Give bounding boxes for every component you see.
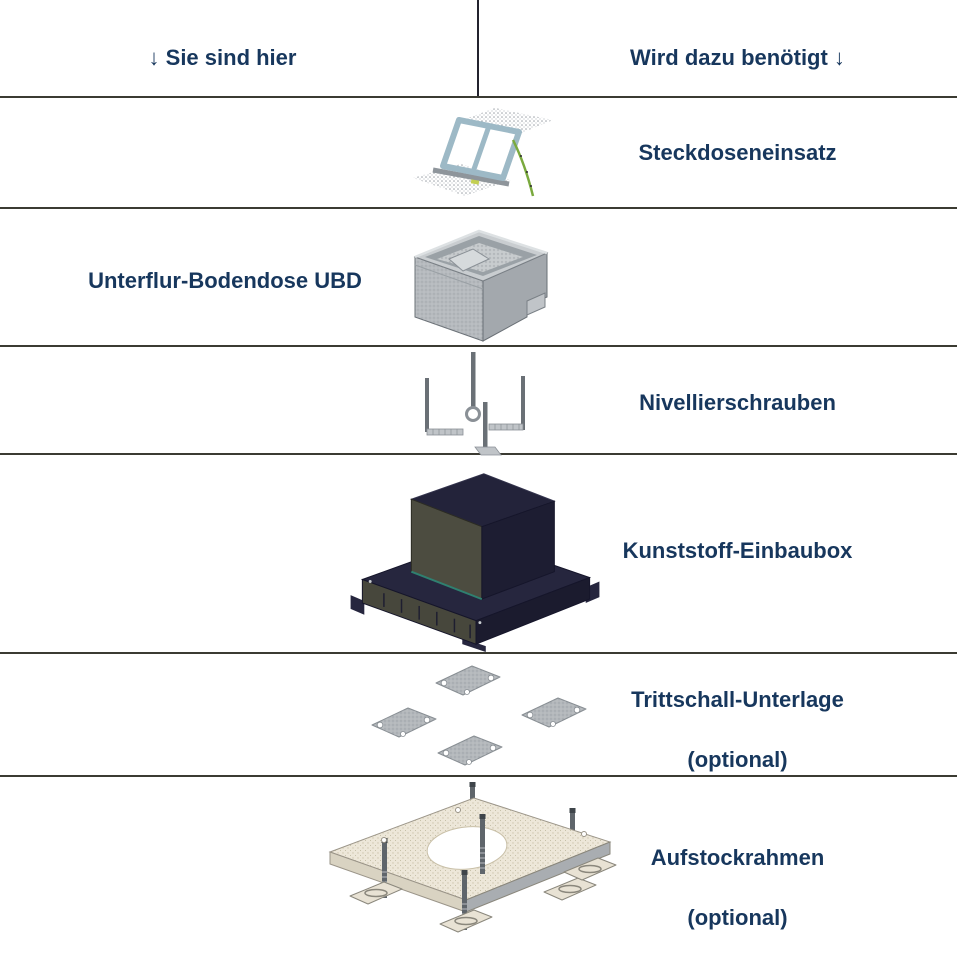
row-divider-6 xyxy=(0,775,957,777)
label-impact-sound-pad: Trittschall-Unterlage (optional) xyxy=(545,685,930,775)
row-divider-2 xyxy=(0,207,957,209)
row-divider-5 xyxy=(0,652,957,654)
label-raising-frame-line1: Aufstockrahmen xyxy=(650,845,825,870)
header-left-you-are-here: ↓ Sie sind hier xyxy=(148,45,297,70)
underfloor-box-image xyxy=(413,229,549,342)
row-divider-3 xyxy=(0,345,957,347)
label-underfloor-box: Unterflur-Bodendose UBD xyxy=(88,268,362,293)
row-divider-1 xyxy=(0,96,957,98)
socket-insert-image xyxy=(413,108,553,197)
label-raising-frame: Aufstockrahmen (optional) xyxy=(545,843,930,933)
label-socket-insert: Steckdoseneinsatz xyxy=(638,140,837,165)
raising-frame-image xyxy=(328,782,617,933)
label-raising-frame-line2: (optional) xyxy=(687,905,788,930)
label-plastic-mounting-box: Kunststoff-Einbaubox xyxy=(622,538,853,563)
row-divider-4 xyxy=(0,453,957,455)
leveling-screws-image xyxy=(425,352,525,456)
plastic-mounting-box-image xyxy=(350,473,600,652)
label-impact-sound-pad-line2: (optional) xyxy=(687,747,788,772)
header-column-divider xyxy=(477,0,479,97)
label-leveling-screws: Nivellierschrauben xyxy=(639,390,836,415)
label-impact-sound-pad-line1: Trittschall-Unterlage xyxy=(631,687,844,712)
header-right-also-needed: Wird dazu benötigt ↓ xyxy=(630,45,845,70)
